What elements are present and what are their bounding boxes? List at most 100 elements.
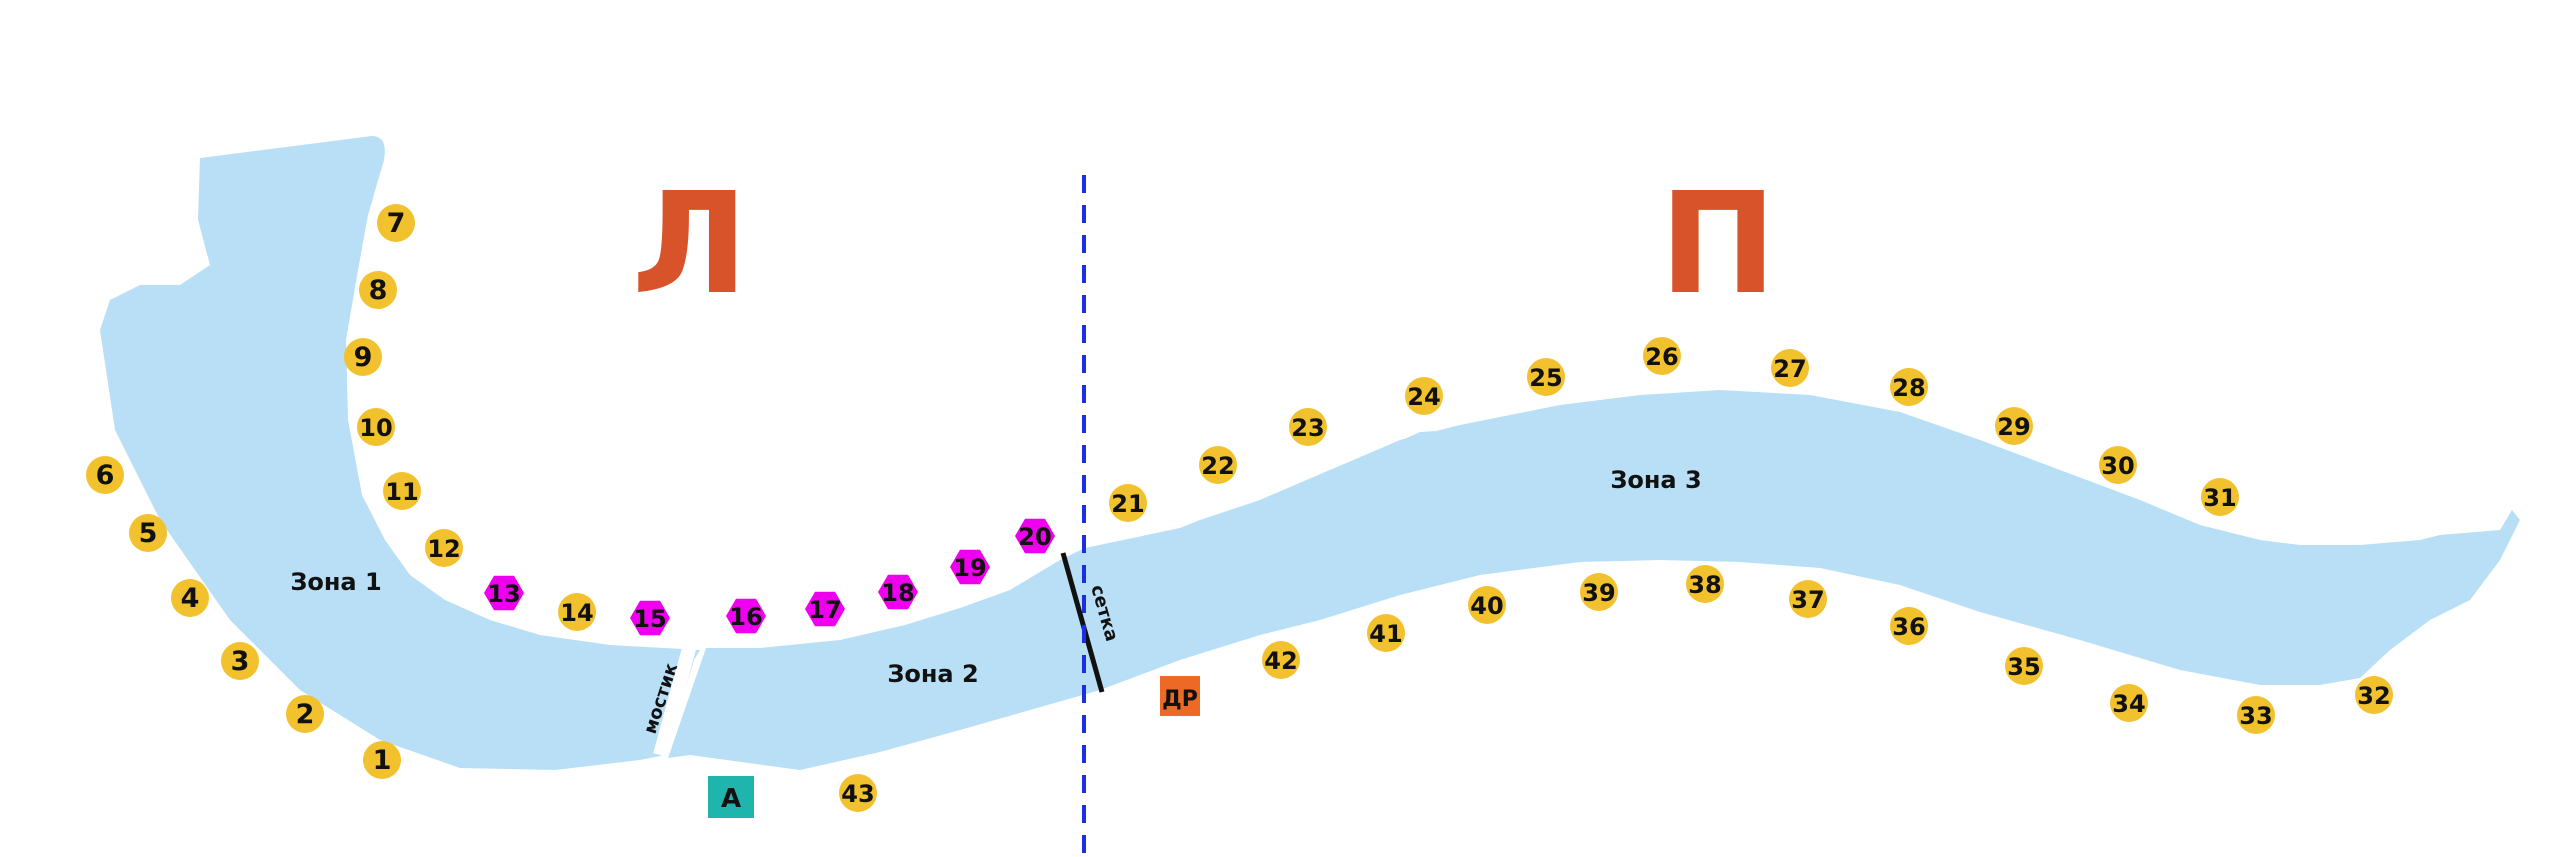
spot-3: 3 [221,642,259,680]
spot-33-number: 33 [2239,702,2272,730]
spot-31-marker [2201,478,2239,516]
spot-26-number: 26 [1645,343,1678,371]
spot-11-number: 11 [385,478,418,506]
spot-7-number: 7 [387,208,406,239]
marker-a-label: А [721,784,741,814]
spot-28-marker [1890,368,1928,406]
spot-36-number: 36 [1892,613,1925,641]
spot-25-number: 25 [1529,364,1562,392]
spot-5-marker [129,514,167,552]
spot-24-number: 24 [1407,383,1440,411]
spot-12: 12 [425,529,463,567]
spot-3-number: 3 [231,646,250,677]
spot-35: 35 [2005,647,2043,685]
zone-1-label: Зона 1 [290,568,381,596]
spot-18-marker [878,574,918,610]
spot-40-number: 40 [1470,592,1503,620]
spot-17: 17 [805,591,845,627]
spot-34: 34 [2110,684,2148,722]
spot-17-number: 17 [808,596,841,624]
spot-5-number: 5 [139,518,158,549]
spot-4: 4 [171,579,209,617]
spot-27: 27 [1771,349,1809,387]
spot-11: 11 [383,472,421,510]
spot-30-number: 30 [2101,452,2134,480]
spot-42-marker [1262,641,1300,679]
spot-40-marker [1468,586,1506,624]
spot-33-marker [2237,696,2275,734]
spot-38-number: 38 [1688,571,1721,599]
spot-31-number: 31 [2203,484,2236,512]
spot-2: 2 [286,695,324,733]
spot-32: 32 [2355,676,2393,714]
side-left-label: Л [632,163,748,326]
spot-42: 42 [1262,641,1300,679]
spot-20-number: 20 [1018,523,1051,551]
spot-8-marker [359,271,397,309]
spot-12-marker [425,529,463,567]
spot-29-number: 29 [1997,413,2030,441]
side-right-label: П [1659,163,1776,326]
spot-17-marker [805,591,845,627]
spot-1-number: 1 [373,745,392,776]
spot-37: 37 [1789,580,1827,618]
zone-3-label: Зона 3 [1610,466,1701,494]
spot-27-marker [1771,349,1809,387]
spot-8: 8 [359,271,397,309]
spot-19: 19 [950,549,990,585]
spot-10: 10 [357,408,395,446]
spot-22-number: 22 [1201,452,1234,480]
spot-30: 30 [2099,446,2137,484]
spot-16-number: 16 [729,603,762,631]
spot-14-number: 14 [560,599,593,627]
spot-11-marker [383,472,421,510]
spot-21-marker [1109,484,1147,522]
spot-23-marker [1289,408,1327,446]
spot-22: 22 [1199,446,1237,484]
spot-35-marker [2005,647,2043,685]
spot-36: 36 [1890,607,1928,645]
spot-43-number: 43 [841,780,874,808]
spot-6-marker [86,456,124,494]
spot-24-marker [1405,377,1443,415]
spot-24: 24 [1405,377,1443,415]
spot-41-number: 41 [1369,620,1402,648]
spot-18: 18 [878,574,918,610]
spot-21: 21 [1109,484,1147,522]
spot-9-marker [344,338,382,376]
spot-3-marker [221,642,259,680]
spot-13-number: 13 [487,580,520,608]
spot-5: 5 [129,514,167,552]
spot-10-number: 10 [359,414,392,442]
spot-6: 6 [86,456,124,494]
spot-13-marker [484,575,524,611]
spot-34-number: 34 [2112,690,2145,718]
spot-28-number: 28 [1892,374,1925,402]
spot-16: 16 [726,598,766,634]
spot-38: 38 [1686,565,1724,603]
spot-1: 1 [363,741,401,779]
spot-13: 13 [484,575,524,611]
spot-9: 9 [344,338,382,376]
spot-41: 41 [1367,614,1405,652]
spot-35-number: 35 [2007,653,2040,681]
spot-34-marker [2110,684,2148,722]
spot-38-marker [1686,565,1724,603]
spot-28: 28 [1890,368,1928,406]
spot-12-number: 12 [427,535,460,563]
spot-36-marker [1890,607,1928,645]
spot-16-marker [726,598,766,634]
bridge-gap [653,643,697,757]
spot-7-marker [377,204,415,242]
spot-19-number: 19 [953,554,986,582]
spot-4-number: 4 [181,583,200,614]
spot-29: 29 [1995,407,2033,445]
spot-31: 31 [2201,478,2239,516]
spot-2-marker [286,695,324,733]
spot-43: 43 [839,774,877,812]
spot-2-number: 2 [296,699,315,730]
spot-20: 20 [1015,518,1055,554]
marker-dr-label: ДР [1162,687,1198,712]
